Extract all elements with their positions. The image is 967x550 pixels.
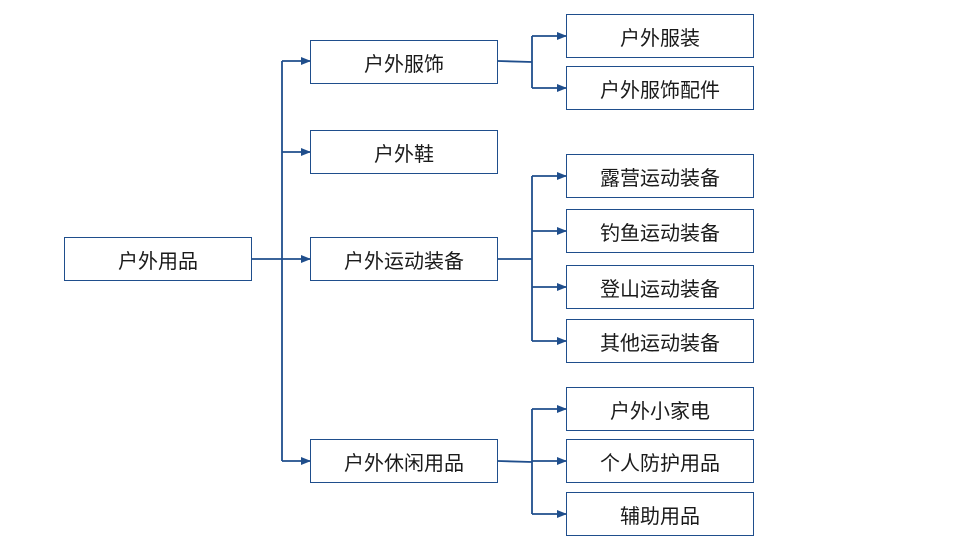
root-node: 户外用品 [64,237,252,281]
category-node-outdoor-shoes: 户外鞋 [310,130,498,174]
leaf-node: 露营运动装备 [566,154,754,198]
connector-cat-3 [497,460,533,463]
category-node-outdoor-sports-gear: 户外运动装备 [310,237,498,281]
category-node-outdoor-leisure: 户外休闲用品 [310,439,498,483]
leaf-node: 户外服装 [566,14,754,58]
leaf-node: 钓鱼运动装备 [566,209,754,253]
leaf-node: 登山运动装备 [566,265,754,309]
category-node-outdoor-apparel: 户外服饰 [310,40,498,84]
leaf-node: 辅助用品 [566,492,754,536]
connector-cat-0 [497,60,533,63]
leaf-node: 户外小家电 [566,387,754,431]
leaf-node: 户外服饰配件 [566,66,754,110]
leaf-node: 其他运动装备 [566,319,754,363]
leaf-node: 个人防护用品 [566,439,754,483]
